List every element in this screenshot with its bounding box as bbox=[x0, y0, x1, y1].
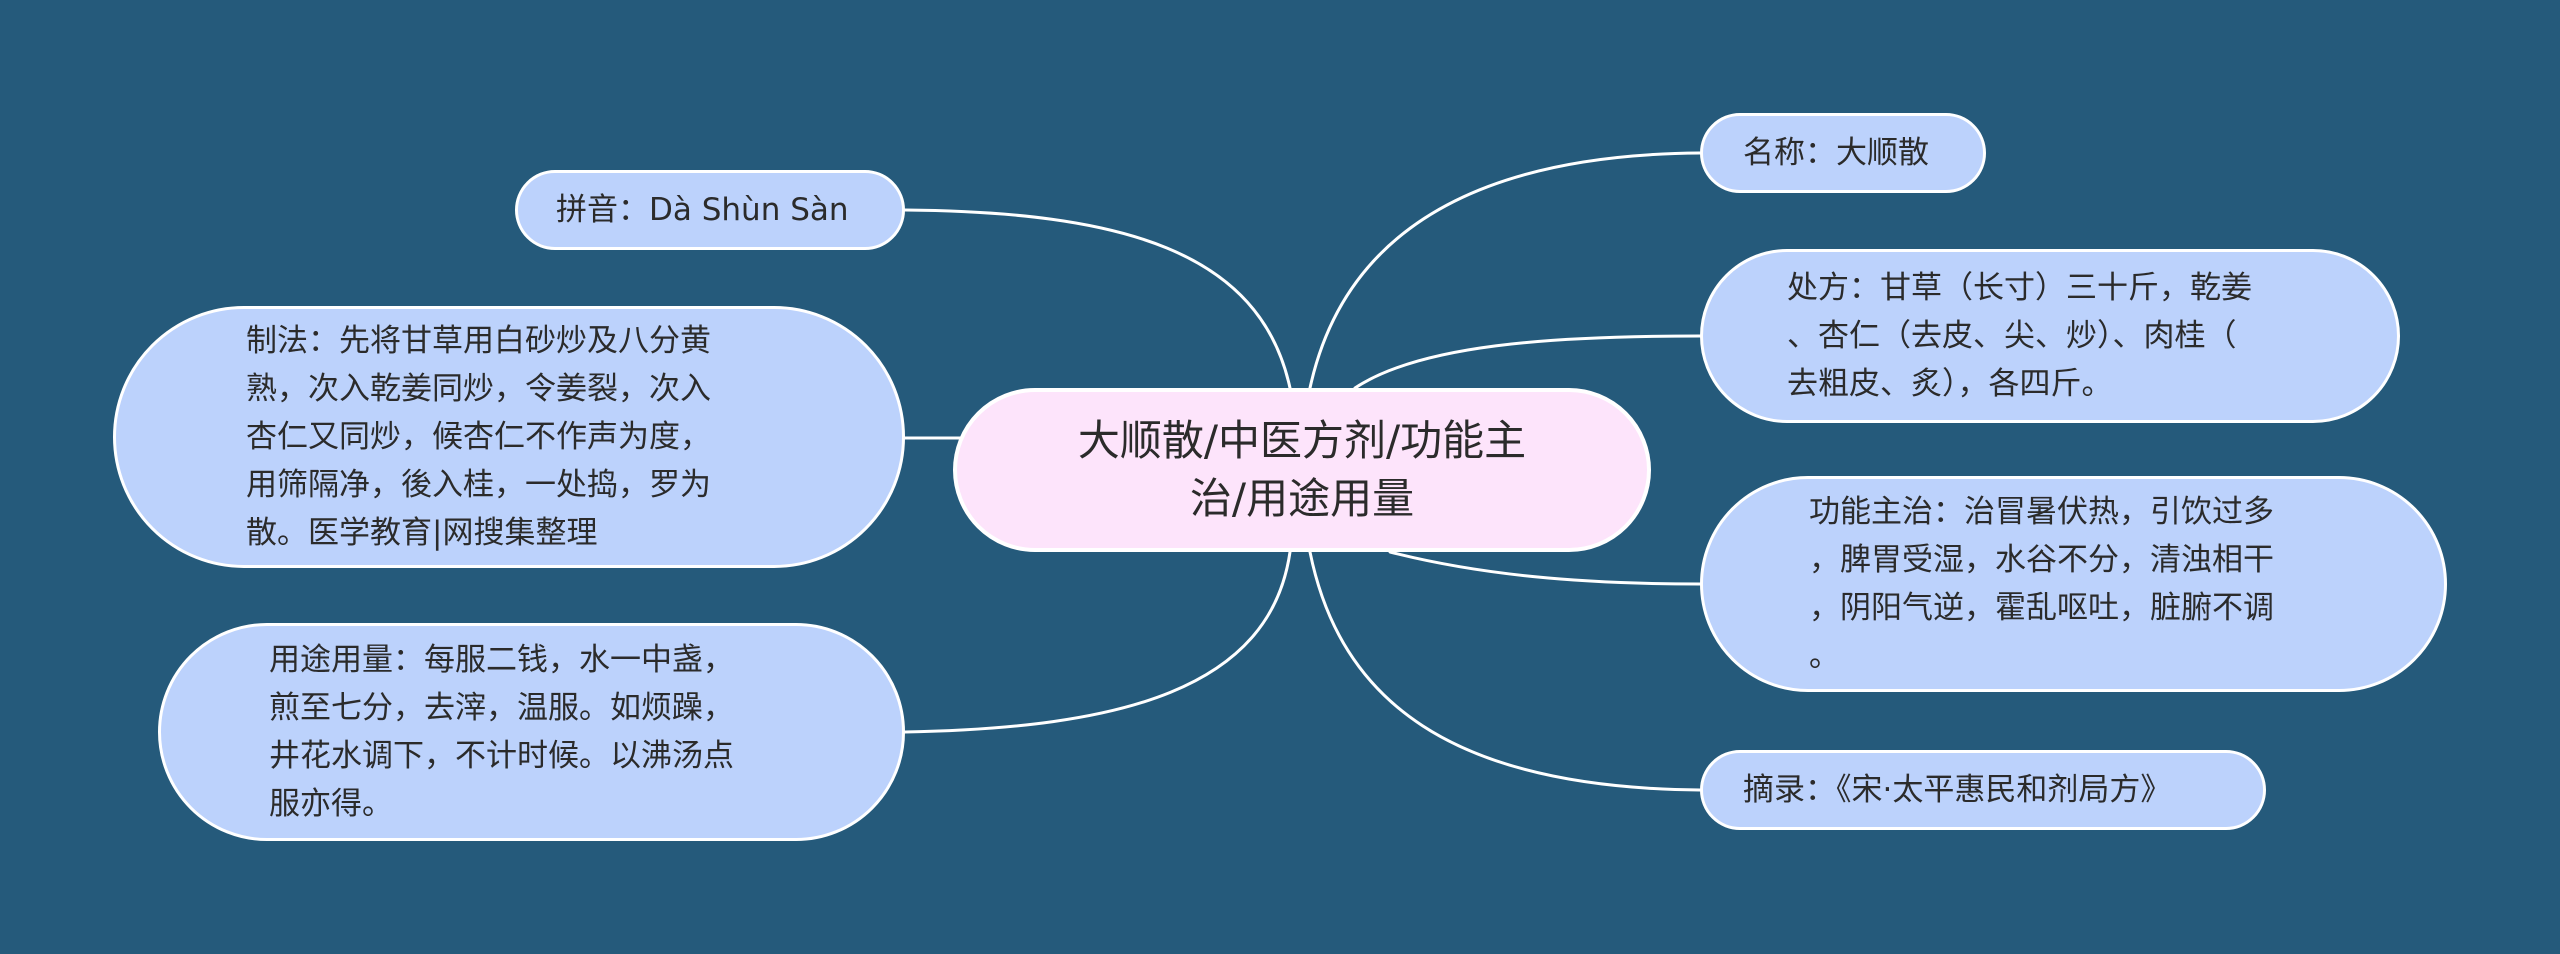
node-yongtu-text: 用途用量：每服二钱，水一中盏， 煎至七分，去滓，温服。如烦躁， 井花水调下，不计… bbox=[269, 642, 734, 822]
node-zhifa-text: 制法：先将甘草用白砂炒及八分黄 熟，次入乾姜同炒，令姜裂，次入 杏仁又同炒，候杏… bbox=[246, 323, 711, 551]
root-topic[interactable]: 大顺散/中医方剂/功能主 治/用途用量 bbox=[953, 388, 1651, 552]
node-gongneng-text: 功能主治：治冒暑伏热，引饮过多 ，脾胃受湿，水谷不分，清浊相干 ，阴阳气逆，霍乱… bbox=[1809, 494, 2274, 674]
node-zhailu-text: 摘录：《宋·太平惠民和剂局方》 bbox=[1743, 772, 2172, 808]
connector-gongneng bbox=[1388, 550, 1702, 586]
node-zhailu[interactable]: 摘录：《宋·太平惠民和剂局方》 bbox=[1700, 750, 2266, 830]
connector-pinyin bbox=[903, 208, 1292, 390]
node-chufang-text: 处方：甘草（长寸）三十斤，乾姜 、杏仁（去皮、尖、炒）、肉桂（ 去粗皮、炙），各… bbox=[1787, 270, 2252, 402]
connector-yongtu bbox=[903, 550, 1292, 734]
root-topic-text: 大顺散/中医方剂/功能主 治/用途用量 bbox=[1077, 416, 1527, 523]
connector-mingcheng bbox=[1308, 151, 1702, 390]
node-pinyin-text: 拼音：Dà Shùn Sàn bbox=[556, 192, 849, 228]
node-mingcheng[interactable]: 名称：大顺散 bbox=[1700, 113, 1986, 193]
connector-zhailu bbox=[1308, 550, 1702, 792]
node-pinyin[interactable]: 拼音：Dà Shùn Sàn bbox=[515, 170, 905, 250]
node-chufang[interactable]: 处方：甘草（长寸）三十斤，乾姜 、杏仁（去皮、尖、炒）、肉桂（ 去粗皮、炙），各… bbox=[1700, 249, 2400, 423]
node-gongneng[interactable]: 功能主治：治冒暑伏热，引饮过多 ，脾胃受湿，水谷不分，清浊相干 ，阴阳气逆，霍乱… bbox=[1700, 476, 2447, 692]
node-mingcheng-text: 名称：大顺散 bbox=[1743, 135, 1929, 171]
connector-chufang bbox=[1353, 334, 1702, 390]
node-yongtu[interactable]: 用途用量：每服二钱，水一中盏， 煎至七分，去滓，温服。如烦躁， 井花水调下，不计… bbox=[158, 623, 905, 841]
node-zhifa[interactable]: 制法：先将甘草用白砂炒及八分黄 熟，次入乾姜同炒，令姜裂，次入 杏仁又同炒，候杏… bbox=[113, 306, 905, 568]
